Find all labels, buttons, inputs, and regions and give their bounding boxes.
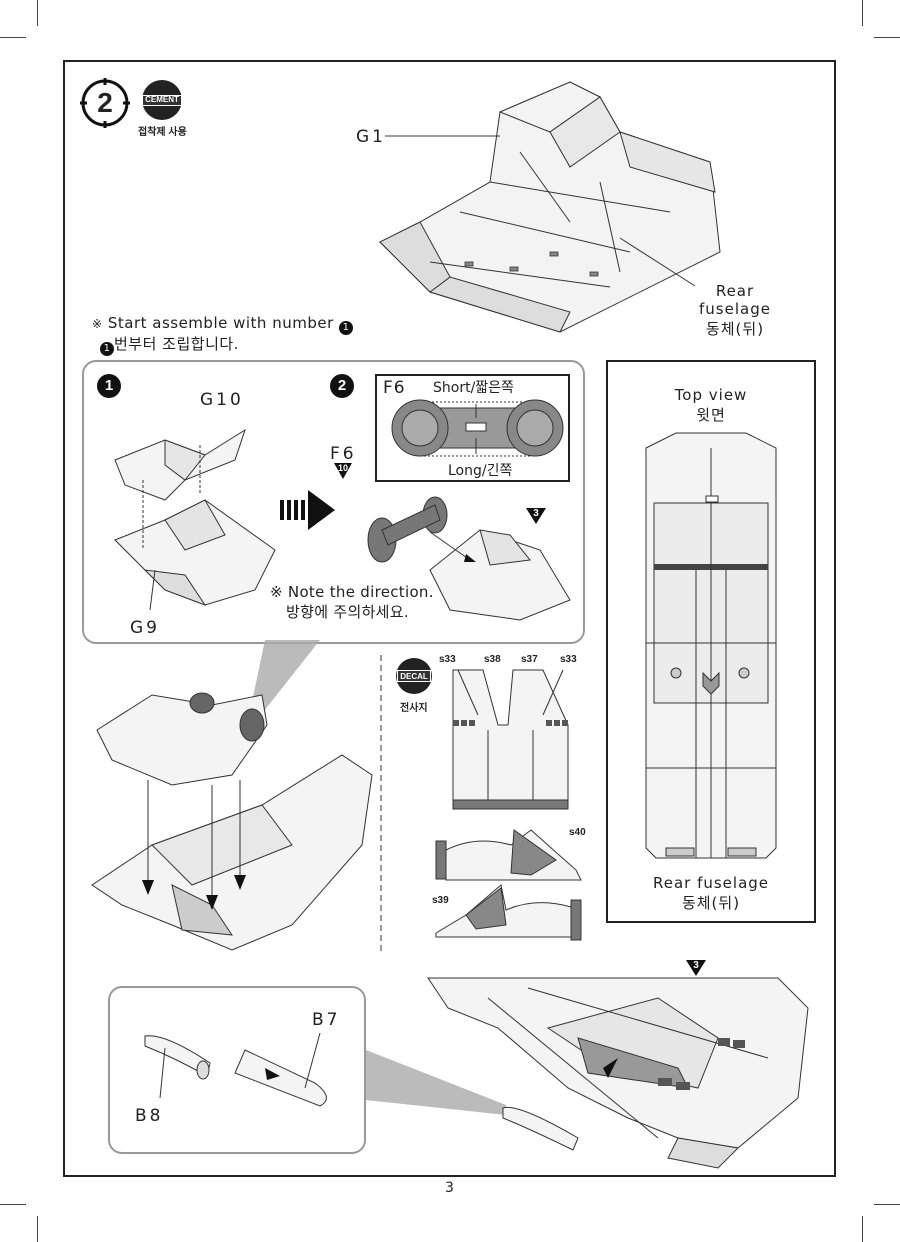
direction-note-ko: 방향에 주의하세요. — [286, 603, 409, 621]
f6-ref-callout: 10 — [334, 463, 352, 479]
start-note-en: Start assemble with number — [107, 314, 334, 332]
part-label-g1: G1 — [356, 127, 386, 147]
part-label-b7: B7 — [312, 1010, 341, 1030]
substep-two-number: 2 — [337, 377, 347, 394]
part-label-b8: B8 — [135, 1106, 164, 1126]
start-note: ※ Start assemble with number 1 — [92, 314, 354, 335]
f6-detail-inset — [375, 374, 570, 482]
cement-icon — [142, 80, 182, 120]
ref-callout-3: 3 — [526, 508, 546, 524]
f6-wheel-detail — [391, 399, 564, 457]
decal-side-diagram-top — [435, 829, 582, 881]
top-view-title-ko: 윗면 — [696, 406, 726, 424]
fuselage-assembly-illustration — [91, 692, 373, 951]
decal-label-s33-left: s33 — [439, 654, 456, 665]
cement-badge-text: CEMENT — [145, 95, 179, 104]
step-number: 2 — [97, 87, 113, 118]
decal-label-s38: s38 — [484, 654, 501, 665]
decal-badge: DECAL — [395, 657, 433, 697]
step-number-badge: 2 — [80, 78, 130, 128]
part-label-g10: G10 — [200, 390, 244, 410]
crop-mark — [37, 1216, 38, 1242]
decal-label-s33-right: s33 — [560, 654, 577, 665]
start-note-prefix: ※ — [92, 317, 103, 331]
f6-long-label: Long/긴쪽 — [448, 463, 513, 479]
part-label-f6: F6 — [330, 444, 357, 464]
g10-g9-parts-illustration — [114, 428, 276, 611]
decal-badge-text: DECAL — [400, 672, 428, 681]
b7-b8-parts-illustration — [144, 1032, 327, 1107]
number-one-marker-icon: 1 — [339, 321, 354, 335]
cement-badge: CEMENT — [138, 78, 188, 120]
substep-one-badge: 1 — [97, 374, 121, 398]
direction-arrow-icon — [280, 490, 335, 530]
crop-mark — [37, 0, 38, 26]
rear-fuselage-label: Rear fuselage 동체(뒤) — [680, 282, 790, 339]
rear-fuselage-label-en: Rear fuselage — [699, 282, 771, 318]
decal-icon — [396, 658, 432, 694]
crop-mark — [862, 0, 863, 26]
f6-parts-assembly — [367, 496, 571, 621]
ref-callout-3-lower: 3 — [686, 960, 706, 976]
ref-number: 3 — [693, 960, 699, 971]
top-view-title: Top view 윗면 — [606, 386, 816, 425]
ref-triangle-icon — [526, 508, 546, 524]
top-view-caption-ko: 동체(뒤) — [681, 894, 741, 912]
ref-triangle-icon — [334, 463, 352, 479]
decal-label-s39: s39 — [432, 895, 449, 906]
decal-label-s40: s40 — [569, 827, 586, 838]
top-view-caption-en: Rear fuselage — [652, 874, 770, 892]
rear-fuselage-illustration — [379, 81, 721, 333]
dashed-divider — [380, 655, 382, 955]
crop-mark — [0, 37, 26, 38]
page-frame — [63, 60, 836, 1177]
cement-caption: 접착제 사용 — [138, 127, 187, 138]
f6-short-label: Short/짧은쪽 — [433, 380, 514, 396]
f6-ref-number: 10 — [337, 463, 348, 473]
start-note-ko: 번부터 조립합니다. — [114, 335, 239, 353]
crop-mark — [0, 1204, 26, 1205]
direction-note-en: ※ Note the direction. — [270, 583, 434, 601]
top-view-caption: Rear fuselage 동체(뒤) — [606, 874, 816, 913]
decal-label-s37: s37 — [521, 654, 538, 665]
top-view-panel — [606, 360, 816, 923]
f6-inset-label: F6 — [383, 378, 406, 398]
crop-mark — [874, 37, 900, 38]
top-view-diagram — [645, 432, 777, 859]
final-assembly-illustration — [427, 977, 809, 1169]
ref-number: 3 — [533, 508, 539, 519]
crop-mark — [874, 1204, 900, 1205]
decal-top-diagram — [452, 669, 569, 810]
number-one-marker-icon: 1 — [100, 342, 114, 356]
page-number: 3 — [445, 1180, 455, 1196]
zoom-wedge — [366, 1050, 506, 1115]
ref-triangle-icon — [686, 960, 706, 976]
decal-side-diagram-bottom — [435, 884, 582, 941]
step-circle-icon — [80, 78, 130, 128]
direction-note: ※ Note the direction. 방향에 주의하세요. — [270, 583, 434, 622]
leader-line — [619, 237, 696, 287]
part-label-g9: G9 — [130, 618, 160, 638]
leader-line — [385, 135, 500, 137]
top-view-title-en: Top view — [674, 386, 748, 404]
crop-mark — [862, 1216, 863, 1242]
substep-one-number: 1 — [104, 377, 114, 394]
rear-fuselage-label-ko: 동체(뒤) — [705, 320, 765, 338]
decal-caption: 전사지 — [400, 703, 428, 714]
substep-two-badge: 2 — [330, 374, 354, 398]
